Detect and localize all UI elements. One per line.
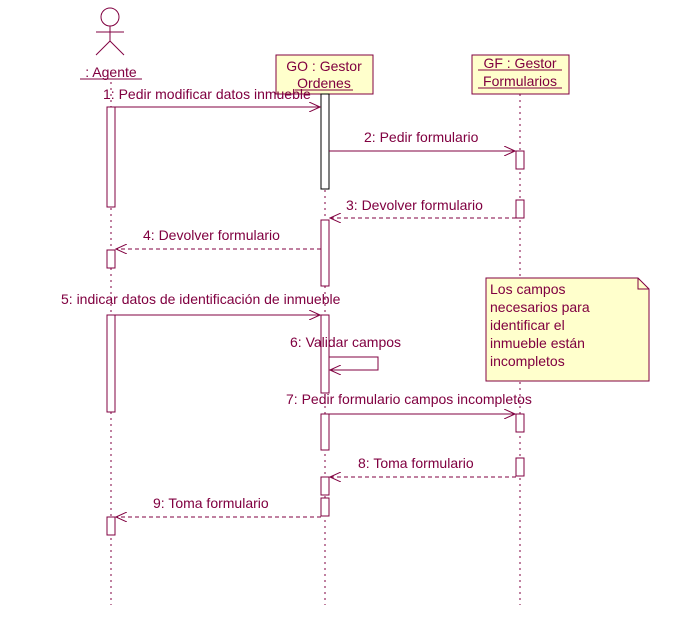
actor-agente[interactable]: : Agente	[80, 7, 142, 80]
activation-bar	[515, 457, 525, 477]
message-2[interactable]: 2: Pedir formulario	[329, 129, 515, 151]
note-line: inmueble están	[490, 335, 585, 351]
activation-bar	[320, 219, 330, 287]
message-9[interactable]: 9: Toma formulario	[116, 495, 321, 517]
message-8[interactable]: 8: Toma formulario	[330, 455, 516, 477]
message-arrow	[329, 356, 379, 370]
message-label: 9: Toma formulario	[153, 495, 269, 511]
message-label: 6: Validar campos	[290, 334, 401, 350]
object-gestor-ordenes[interactable]: GO : Gestor Ordenes	[275, 54, 374, 95]
message-label: 8: Toma formulario	[358, 455, 474, 471]
message-label: 5: indicar datos de identificación de in…	[61, 291, 341, 307]
activation-bar	[320, 476, 330, 496]
actor-left-leg-icon	[95, 40, 111, 56]
note-fold-icon	[637, 278, 649, 290]
message-label: 4: Devolver formulario	[143, 227, 280, 243]
activation-bar	[515, 150, 525, 170]
message-1[interactable]: 1: Pedir modificar datos inmueble	[103, 86, 320, 107]
activation-bar-focus	[320, 93, 330, 190]
message-4[interactable]: 4: Devolver formulario	[116, 227, 321, 249]
activation-bar	[106, 249, 116, 269]
object-name-line1: GF : Gestor	[483, 55, 556, 71]
note-line: Los campos	[490, 281, 565, 297]
actor-label: : Agente	[85, 64, 137, 80]
note-line: necesarios para	[490, 299, 590, 315]
object-name-line2: Ordenes	[297, 75, 351, 91]
message-label: 2: Pedir formulario	[364, 129, 479, 145]
activation-bar	[320, 497, 330, 517]
note-box	[485, 277, 650, 382]
activation-bar	[106, 106, 116, 208]
message-6[interactable]: 6: Validar campos	[290, 334, 401, 370]
object-gestor-formularios[interactable]: GF : Gestor Formularios	[471, 54, 570, 95]
actor-right-leg-icon	[109, 40, 125, 56]
activation-bar	[320, 314, 330, 394]
activation-bar	[515, 199, 525, 219]
message-3[interactable]: 3: Devolver formulario	[330, 197, 516, 218]
activation-bar	[106, 516, 116, 536]
activation-bar	[106, 314, 116, 413]
object-name-line2: Formularios	[483, 73, 557, 89]
note[interactable]: Los campos necesarios para identificar e…	[485, 277, 650, 382]
message-label: 3: Devolver formulario	[346, 197, 483, 213]
message-label: 1: Pedir modificar datos inmueble	[103, 86, 311, 102]
actor-head-icon	[100, 7, 120, 27]
activation-bar	[515, 413, 525, 433]
object-box	[275, 54, 374, 95]
object-name-line1: GO : Gestor	[286, 58, 362, 74]
note-line: incompletos	[490, 353, 565, 369]
message-label: 7: Pedir formulario campos incompletos	[286, 391, 532, 407]
note-line: identificar el	[490, 317, 565, 333]
activation-bar	[320, 413, 330, 451]
message-7[interactable]: 7: Pedir formulario campos incompletos	[286, 391, 532, 414]
message-5[interactable]: 5: indicar datos de identificación de in…	[61, 291, 341, 315]
